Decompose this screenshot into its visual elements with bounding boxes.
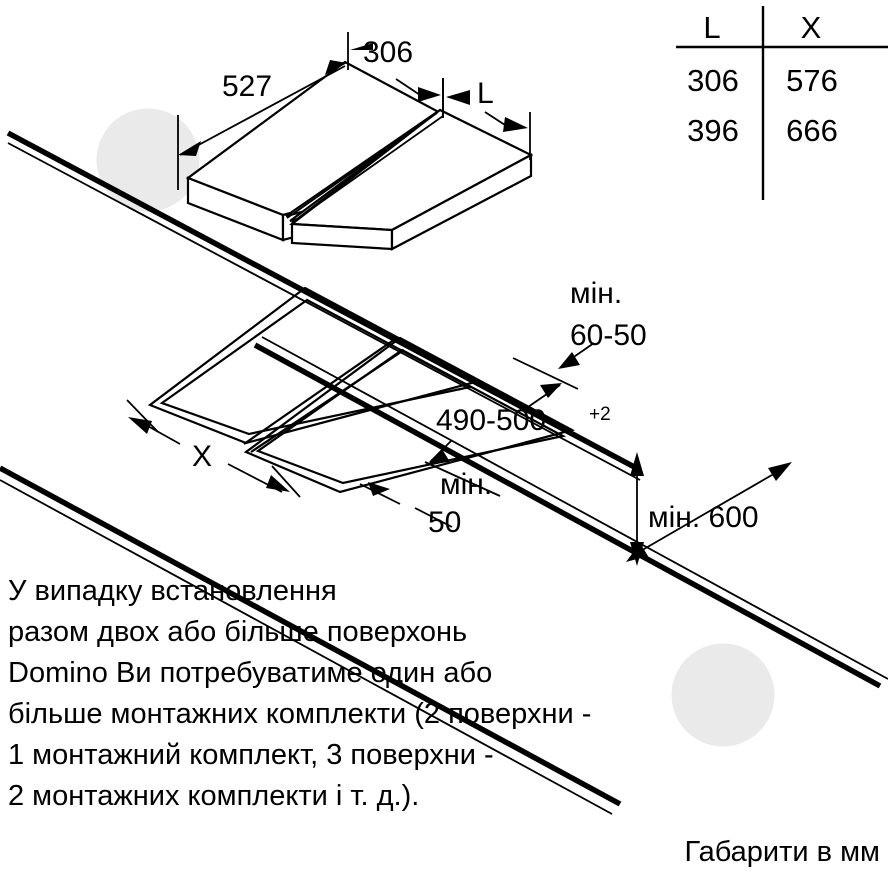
dim-527-arrowhead (178, 141, 201, 156)
dimension-527: 527 (177, 60, 347, 190)
note-line-5: 1 монтажний комплект, 3 поверхни - (8, 739, 494, 771)
dim-X-ext-right (271, 465, 301, 498)
depth-measure-arrow-bottom (630, 542, 644, 566)
dim-min-rear-label: мін. (570, 277, 622, 310)
dim-min-600-line (631, 467, 785, 557)
cooktop-gap-line-a (286, 112, 438, 219)
table-cell-x-2: 666 (786, 113, 838, 148)
table-header-x: X (801, 10, 822, 45)
cooktop-right-slab-side (390, 153, 533, 251)
dim-min-front-label: мін. (440, 468, 492, 501)
dim-min-600-label: мін. 600 (648, 501, 759, 534)
dim-min-front-value: 50 (428, 506, 461, 539)
dim-490-ext-upper (512, 357, 579, 390)
worktop-front-edge-inner (0, 479, 613, 815)
dim-L-arrow-left (446, 90, 470, 105)
table-cell-l-1: 306 (687, 63, 739, 98)
dim-527-arrowhead-far (325, 60, 347, 75)
dimension-min-front: мін. 50 (359, 468, 492, 539)
dim-306-leader-right (395, 78, 421, 96)
dim-L-leader-right (484, 111, 506, 126)
note-line-1: У випадку встановлення (8, 575, 337, 607)
cutout-divider-line (243, 336, 399, 445)
worktop-rear-edge (253, 342, 882, 689)
cutout-divider-line-2 (250, 349, 405, 453)
dim-306-label: 306 (363, 36, 413, 69)
note-line-2: разом двох або більше поверхонь (8, 616, 467, 648)
dim-490-arrow-upper (540, 383, 562, 398)
dim-X-label: X (192, 440, 212, 473)
watermark-bottom-right (671, 643, 775, 747)
dim-L-arrow-right (503, 117, 528, 132)
worktop-cutout-assembly: X 490-500 +2 мін. 60-50 (0, 277, 888, 815)
worktop-depth-measure (630, 452, 644, 566)
dimension-table: L X 306 576 396 666 (676, 6, 888, 200)
worktop-edge-line-top (6, 130, 642, 473)
dim-490-500-tolerance: +2 (589, 404, 611, 425)
top-cooktop-assembly: 527 306 L (6, 32, 642, 481)
dimension-min-rear: мін. 60-50 (558, 277, 647, 369)
dim-527-leader (179, 65, 346, 156)
cutout-right-inner (255, 348, 567, 485)
cutout-right-outer (243, 336, 575, 494)
dimension-X: X (126, 399, 301, 498)
note-line-3: Domino Ви потребуватиме один або (8, 657, 492, 689)
dim-490-arrow-lower (428, 449, 450, 464)
dimension-L: L (442, 77, 531, 160)
dim-min-600-arrow-top (768, 462, 792, 481)
watermark-top-left (96, 108, 200, 212)
worktop-front-edge (0, 465, 622, 807)
worktop-edge-line-top-inner (7, 142, 641, 481)
dimension-306: 306 (347, 32, 444, 118)
units-caption: Габарити в мм (685, 836, 880, 868)
dim-X-ext-left (126, 399, 159, 433)
dim-X-arrow-right (266, 475, 290, 492)
table-cell-l-2: 396 (687, 113, 739, 148)
dim-min-rear-value: 60-50 (570, 319, 647, 352)
worktop-rear-edge-inner (261, 336, 888, 680)
dimension-490-500: 490-500 +2 (424, 357, 611, 497)
table-header-l: L (703, 10, 720, 45)
cooktop-gap-line-b (292, 115, 444, 223)
dim-527-label: 527 (222, 70, 272, 103)
dimension-min-600: мін. 600 (626, 462, 792, 562)
dim-min-front-leader (359, 483, 401, 505)
dim-X-arrow-left (128, 417, 152, 434)
depth-measure-arrow-top (630, 452, 644, 476)
installation-note: У випадку встановлення разом двох або бі… (8, 575, 591, 812)
dim-min-rear-arrow (558, 352, 580, 369)
dim-490-ext-lower (424, 461, 501, 497)
dim-min-front-arrow (368, 482, 390, 496)
dim-min-front-ext (414, 507, 453, 528)
dim-306-arrow-right (418, 87, 441, 102)
dim-306-arrow-left (350, 43, 373, 57)
note-line-4: більше монтажних комплекти (2 поверхни - (8, 698, 591, 730)
note-line-6: 2 монтажних комплекти і т. д.). (8, 780, 419, 812)
dim-490-500-label: 490-500 (436, 404, 546, 437)
table-cell-x-1: 576 (786, 63, 838, 98)
dim-L-label: L (477, 77, 494, 110)
